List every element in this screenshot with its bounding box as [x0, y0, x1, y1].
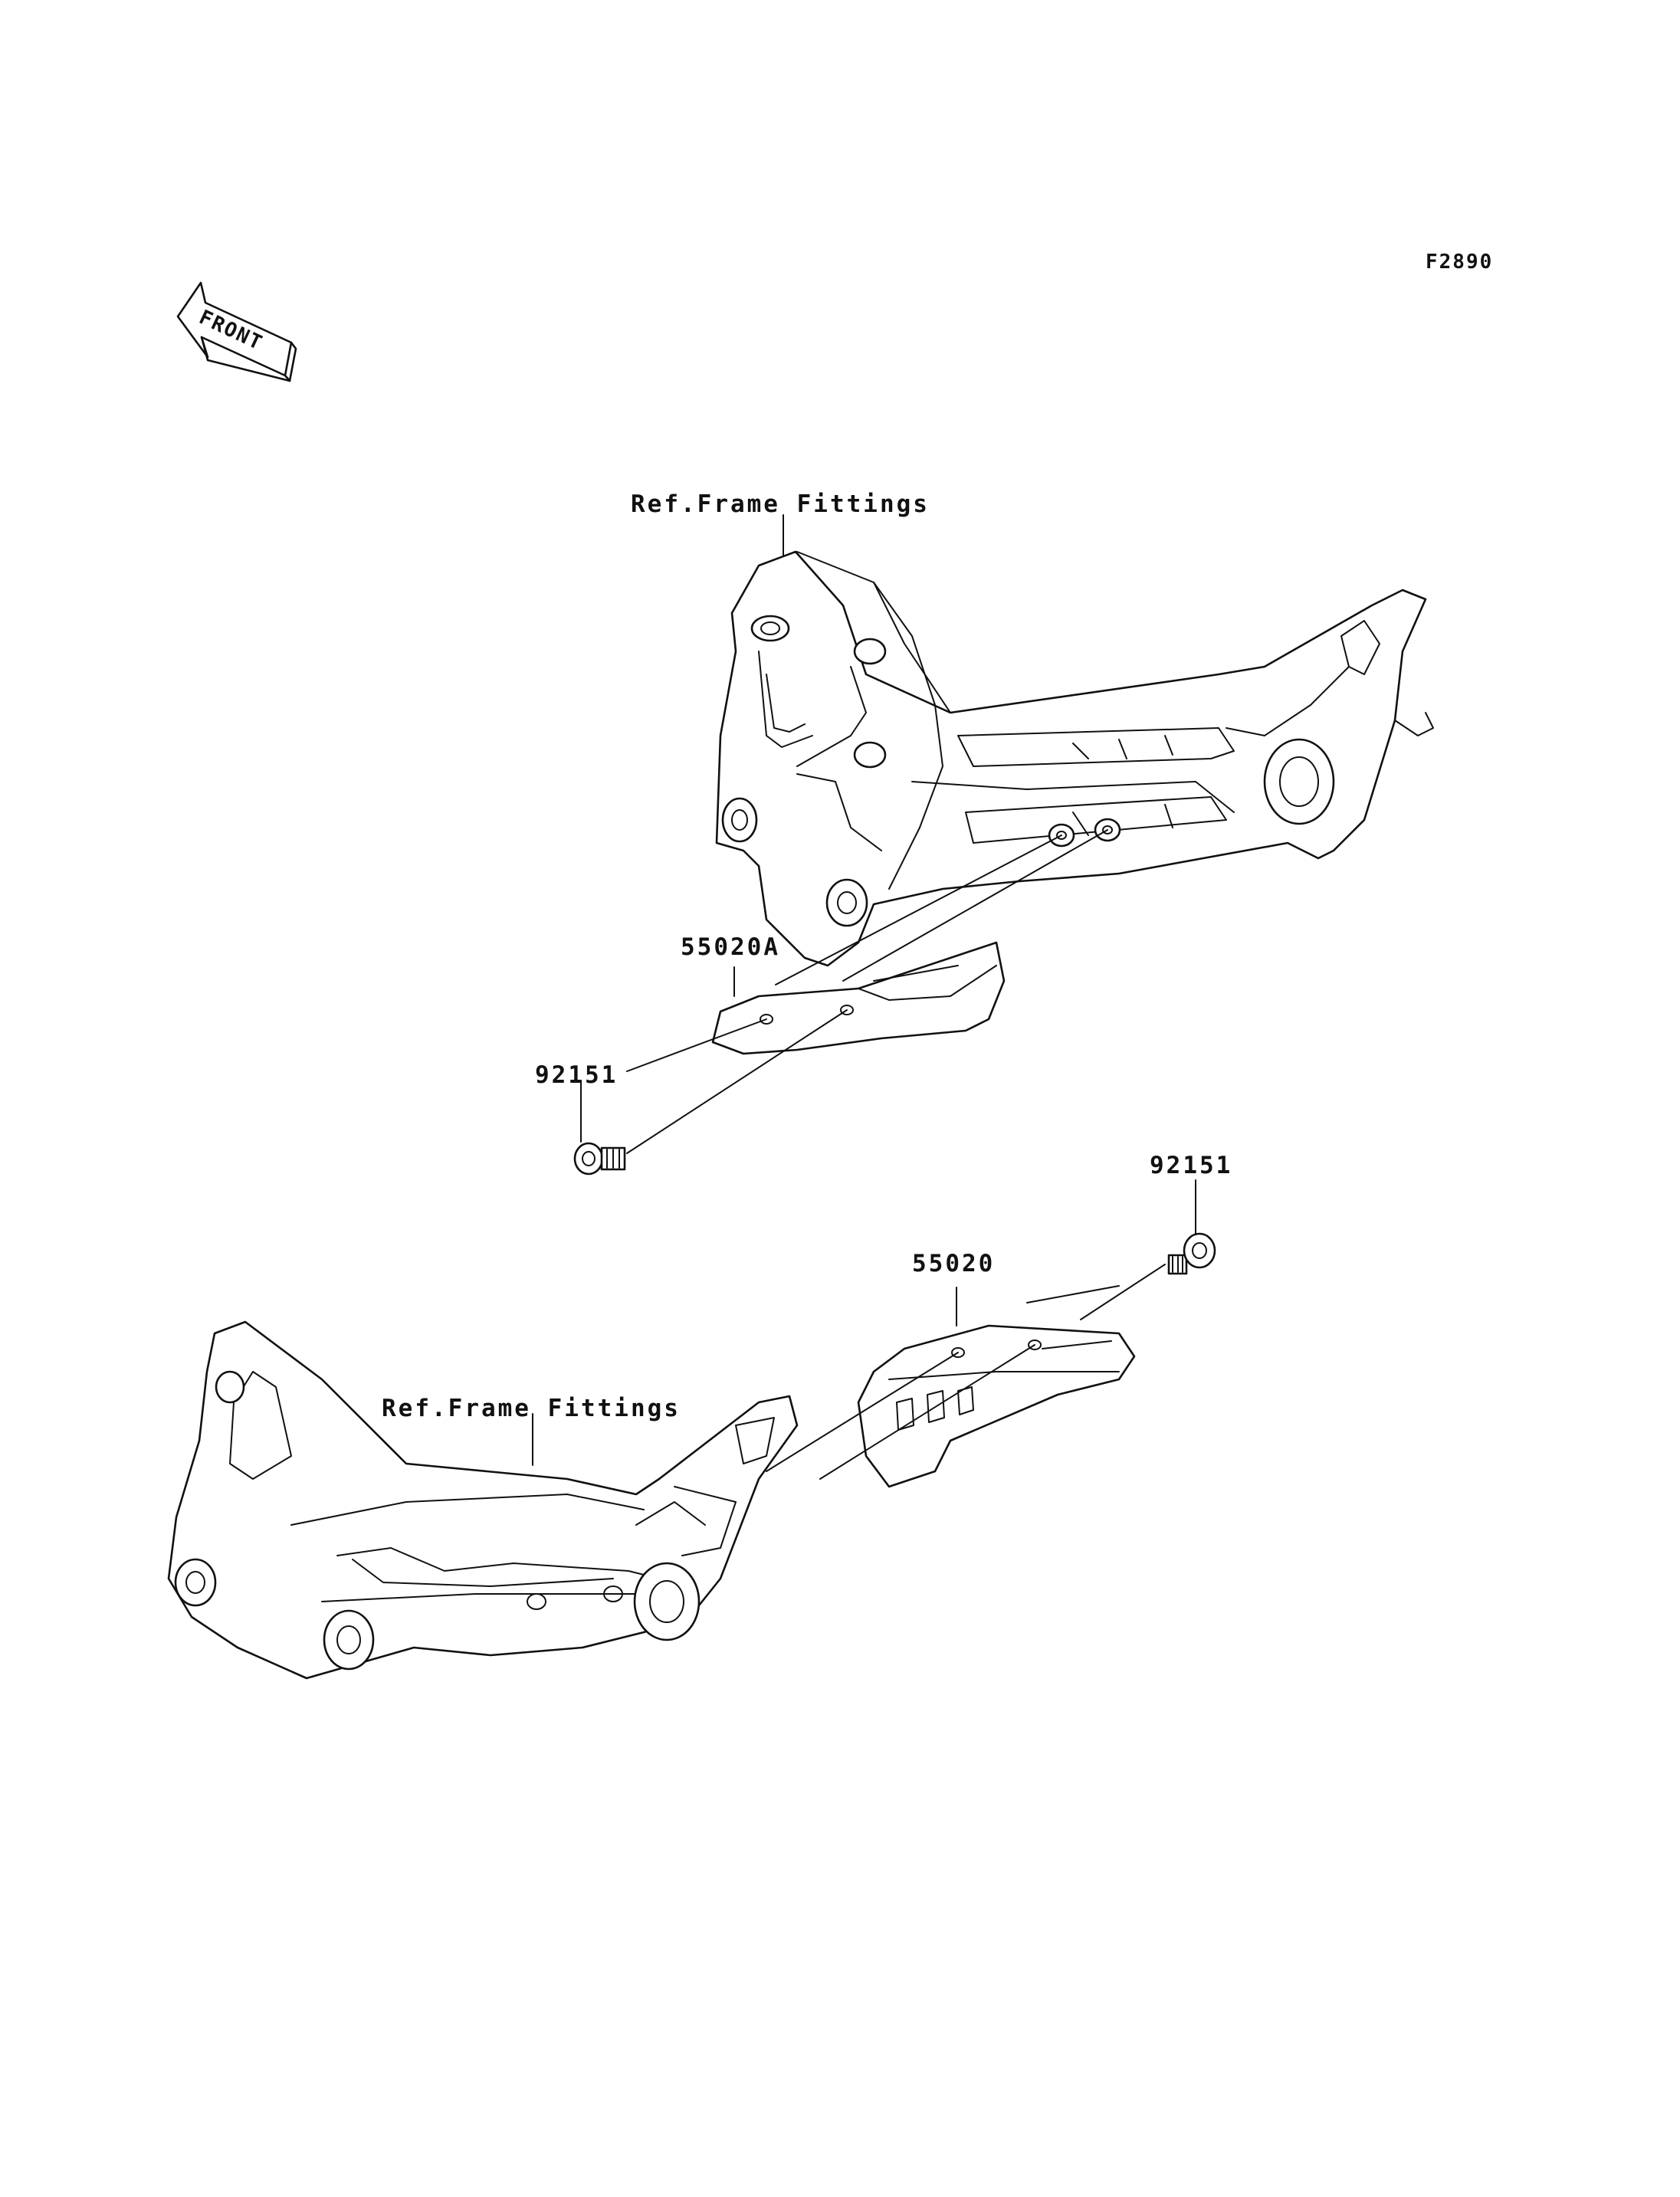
label-ref-frame-fittings-upper: Ref.Frame Fittings: [631, 490, 930, 518]
bolt-92151-lower: [1167, 1179, 1216, 1275]
alignment-line-lower: [766, 1344, 1035, 1480]
bolt-92151-upper: [573, 1142, 626, 1176]
label-part-92151-upper: 92151: [535, 1061, 619, 1089]
label-part-55020: 55020: [912, 1250, 996, 1277]
leader-lower-bolt: [1026, 1264, 1166, 1320]
figure-code: F2890: [1426, 251, 1494, 274]
heel-guard-55020A: [711, 941, 1006, 1055]
front-arrow-icon: FRONT: [176, 281, 297, 382]
lower-frame-fitting-drawing: [167, 1320, 799, 1680]
upper-frame-fitting-drawing: [715, 514, 1434, 967]
label-part-55020A: 55020A: [681, 933, 780, 961]
leader-upper-bolt: [580, 1009, 848, 1154]
label-part-92151-lower: 92151: [1150, 1152, 1233, 1179]
heel-guard-55020: [857, 1287, 1136, 1488]
label-ref-frame-fittings-lower: Ref.Frame Fittings: [382, 1395, 681, 1422]
alignment-line-upper: [775, 829, 1108, 985]
